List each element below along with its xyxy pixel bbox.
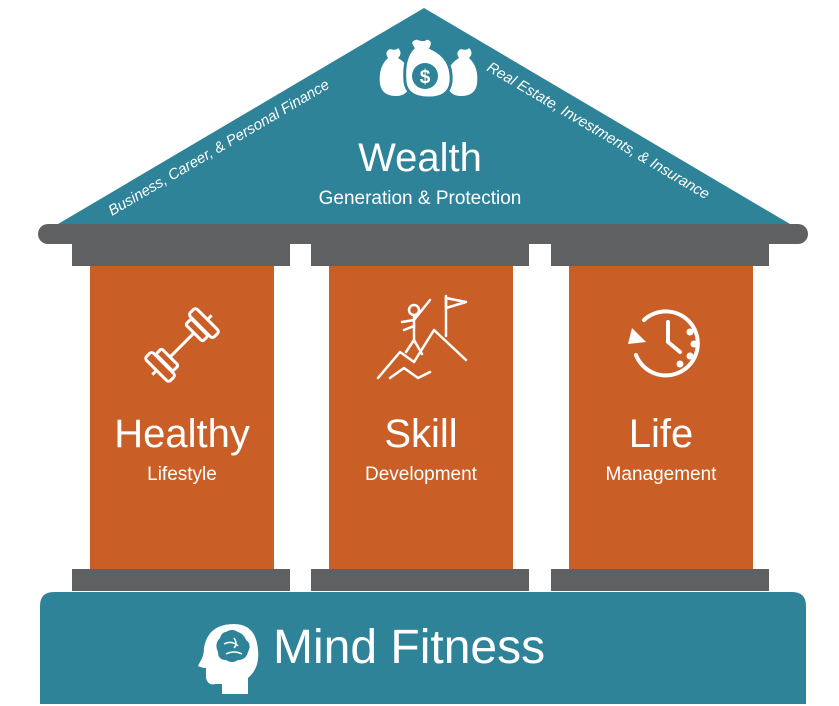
svg-text:$: $ — [420, 67, 431, 88]
roof-beam — [38, 224, 808, 244]
pillar-capital — [551, 244, 769, 266]
pillar-subtitle-lifestyle: Lifestyle — [147, 464, 217, 485]
roof-subtitle: Generation & Protection — [318, 188, 522, 209]
roof — [58, 8, 790, 224]
pillar-subtitle-management: Management — [605, 464, 717, 485]
clock-icon — [628, 309, 700, 378]
pillar-capital — [72, 244, 290, 266]
pillar-column — [569, 266, 753, 569]
roof-title: Wealth — [358, 136, 482, 180]
pillar-capital — [311, 244, 529, 266]
pillar-column — [90, 266, 274, 569]
brain-head-icon — [198, 624, 259, 694]
pillar-plinth — [311, 569, 529, 591]
pillar-title-life: Life — [628, 412, 694, 456]
pillar-plinth — [551, 569, 769, 591]
pillar-title-skill: Skill — [384, 412, 458, 456]
pillar-title-healthy: Healthy — [114, 412, 250, 456]
pillar-subtitle-development: Development — [365, 464, 477, 485]
money-bags-icon: $ — [379, 36, 478, 100]
pillar-plinth — [72, 569, 290, 591]
dumbbell-icon — [144, 307, 220, 383]
base-title: Mind Fitness — [273, 621, 546, 674]
mountain-climber-icon — [376, 294, 468, 380]
pillar-column — [329, 266, 513, 569]
